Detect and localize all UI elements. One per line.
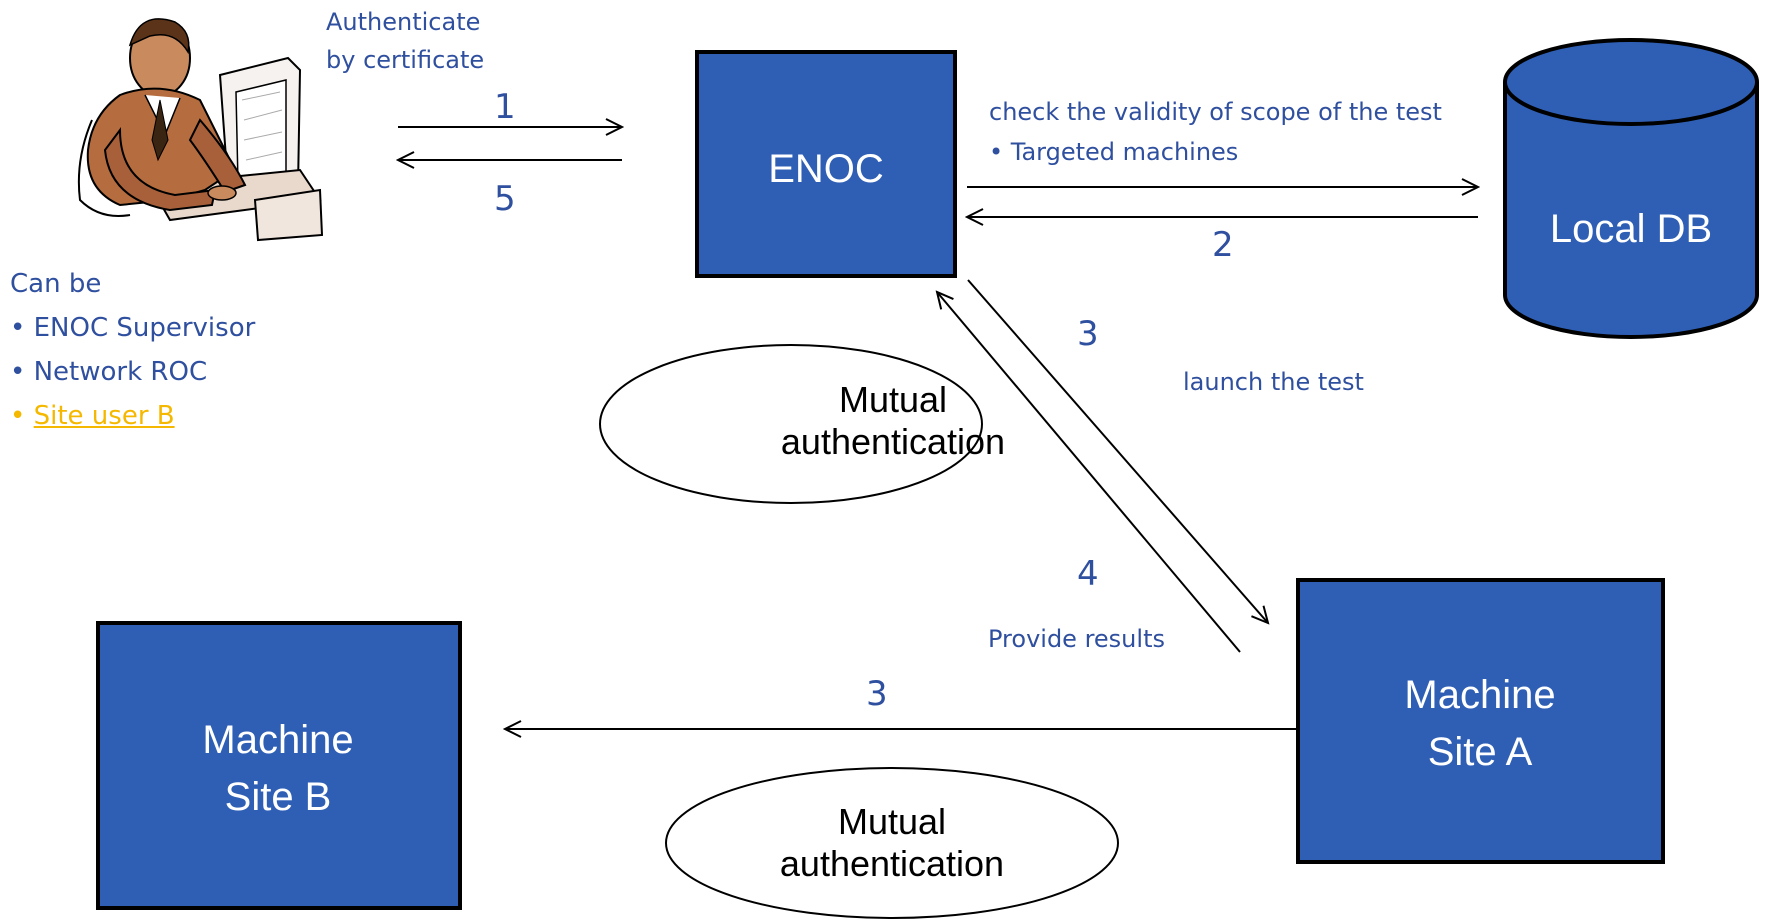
launch-test-label: launch the test [1183, 368, 1364, 396]
targeted-machines-label: • Targeted machines [989, 138, 1238, 166]
local-db-label: Local DB [1550, 207, 1712, 251]
role-item-enoc-supervisor: • ENOC Supervisor [10, 306, 255, 350]
machine-site-b-box [96, 621, 462, 910]
businessman-at-computer-icon [77, 18, 324, 242]
provide-results-label: Provide results [988, 625, 1165, 653]
mutual-auth-top-line1: Mutual [839, 379, 947, 420]
mutual-auth-top-line2: authentication [781, 421, 1005, 462]
bullet: • [10, 401, 26, 431]
mutual-auth-bottom-line1: Mutual [838, 801, 946, 842]
mutual-auth-ellipse-top [599, 344, 983, 504]
enoc-box [695, 50, 957, 278]
step-4-label: 4 [1077, 554, 1099, 594]
role-item-network-roc: • Network ROC [10, 350, 255, 394]
step-1-label: 1 [494, 87, 516, 127]
step-2-label: 2 [1212, 225, 1234, 265]
arrow-site-a-to-enoc [937, 292, 1241, 653]
bullet: • [10, 357, 26, 387]
step-3-top-label: 3 [1077, 314, 1099, 354]
machine-site-a-line1: Machine [1404, 673, 1555, 717]
auth-label-line1: Authenticate [326, 8, 480, 36]
auth-label-line2: by certificate [326, 46, 484, 74]
machine-site-a-line2: Site A [1428, 730, 1533, 774]
role-link-site-user-b[interactable]: Site user B [33, 401, 175, 431]
mutual-auth-bottom-line2: authentication [780, 843, 1004, 884]
roles-heading: Can be [10, 269, 102, 299]
roles-list: Can be • ENOC Supervisor • Network ROC •… [10, 262, 255, 438]
machine-site-b-line1: Machine [202, 718, 353, 762]
enoc-label: ENOC [768, 147, 884, 191]
arrow-enoc-to-site-a [967, 279, 1268, 623]
role-item-site-user-b[interactable]: • Site user B [10, 394, 255, 438]
role-label: Network ROC [33, 357, 208, 387]
machine-site-a-box [1296, 578, 1665, 864]
local-db-cylinder [1503, 38, 1759, 339]
step-5-label: 5 [494, 179, 516, 219]
mutual-auth-ellipse-bottom [665, 767, 1119, 919]
bullet: • [10, 313, 26, 343]
machine-site-b-line2: Site B [225, 775, 332, 819]
check-scope-label: check the validity of scope of the test [989, 98, 1442, 126]
role-label: ENOC Supervisor [33, 313, 256, 343]
step-3-bottom-label: 3 [866, 674, 888, 714]
